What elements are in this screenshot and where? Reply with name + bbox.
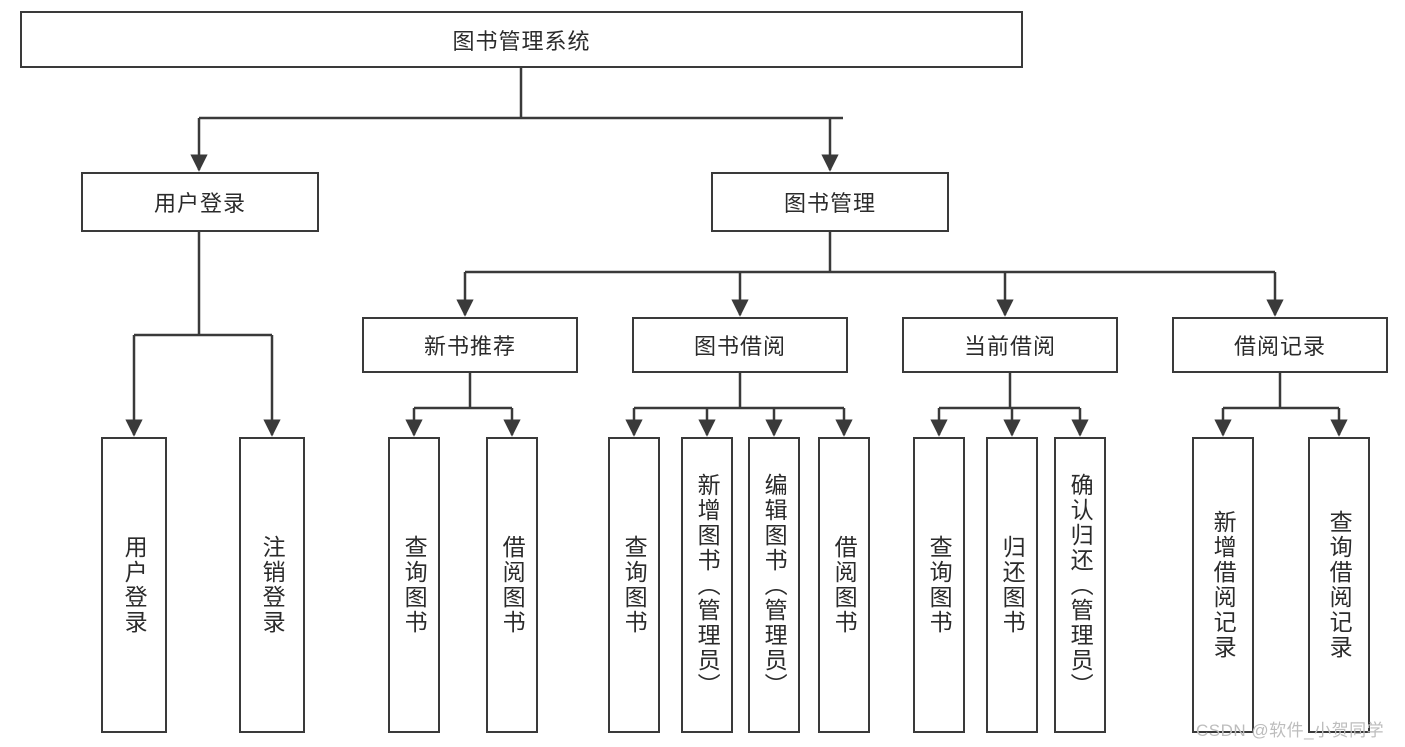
node-leaf-add-book-admin[interactable]: 新增图书（管理员）: [681, 437, 733, 733]
node-borrow-record[interactable]: 借阅记录: [1172, 317, 1388, 373]
leaf-label: 新增图书（管理员）: [694, 472, 721, 698]
node-leaf-query-book-borrow[interactable]: 查询图书: [608, 437, 660, 733]
node-leaf-query-book-current[interactable]: 查询图书: [913, 437, 965, 733]
node-leaf-return-book[interactable]: 归还图书: [986, 437, 1038, 733]
node-leaf-query-borrow-record[interactable]: 查询借阅记录: [1308, 437, 1370, 733]
csdn-watermark: CSDN @软件_小贺同学: [1196, 721, 1385, 740]
leaf-label: 用户登录: [121, 535, 148, 635]
leaf-label: 新增借阅记录: [1210, 510, 1237, 660]
leaf-label: 查询借阅记录: [1326, 510, 1353, 660]
node-leaf-add-borrow-record[interactable]: 新增借阅记录: [1192, 437, 1254, 733]
node-leaf-edit-book-admin[interactable]: 编辑图书（管理员）: [748, 437, 800, 733]
node-leaf-borrow-book-recommend[interactable]: 借阅图书: [486, 437, 538, 733]
node-root-system[interactable]: 图书管理系统: [20, 11, 1023, 68]
leaf-label: 查询图书: [621, 535, 648, 635]
node-current-borrow[interactable]: 当前借阅: [902, 317, 1118, 373]
leaf-label: 归还图书: [999, 535, 1026, 635]
node-leaf-user-logout[interactable]: 注销登录: [239, 437, 305, 733]
node-new-book-recommend[interactable]: 新书推荐: [362, 317, 578, 373]
leaf-label: 查询图书: [926, 535, 953, 635]
leaf-label: 借阅图书: [499, 535, 526, 635]
node-user-login[interactable]: 用户登录: [81, 172, 319, 232]
leaf-label: 借阅图书: [831, 535, 858, 635]
node-leaf-query-book-recommend[interactable]: 查询图书: [388, 437, 440, 733]
leaf-label: 注销登录: [259, 535, 286, 635]
leaf-label: 编辑图书（管理员）: [761, 472, 788, 698]
node-leaf-user-login[interactable]: 用户登录: [101, 437, 167, 733]
leaf-label: 确认归还（管理员）: [1067, 472, 1094, 698]
node-leaf-borrow-book[interactable]: 借阅图书: [818, 437, 870, 733]
node-book-manage[interactable]: 图书管理: [711, 172, 949, 232]
leaf-label: 查询图书: [401, 535, 428, 635]
node-book-borrow[interactable]: 图书借阅: [632, 317, 848, 373]
node-leaf-confirm-return-admin[interactable]: 确认归还（管理员）: [1054, 437, 1106, 733]
